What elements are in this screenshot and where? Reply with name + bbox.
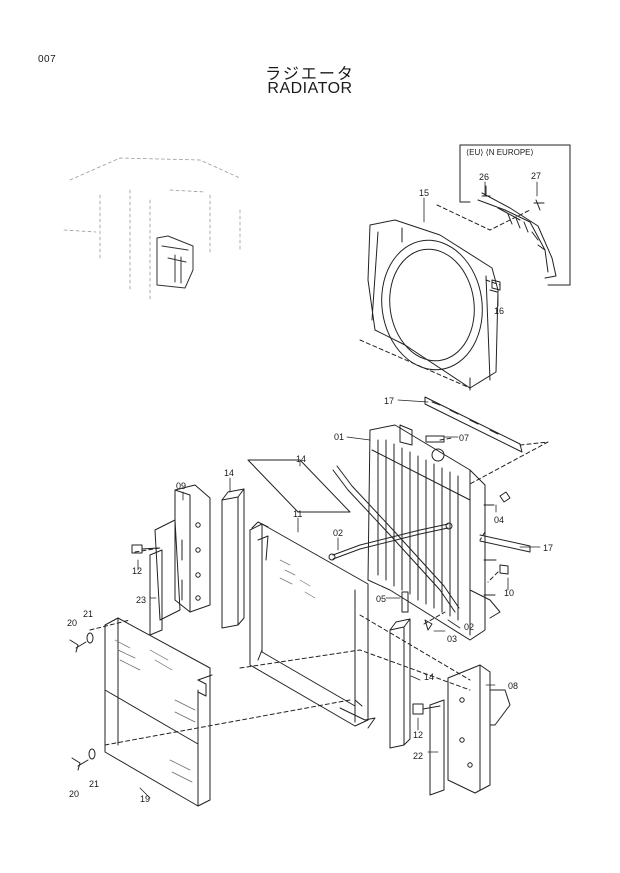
- callout-20-upper: 20: [67, 618, 78, 628]
- seal-14-left: [221, 488, 245, 629]
- callout-21-upper: 21: [83, 609, 94, 619]
- callout-26: 26: [479, 172, 490, 182]
- bracket-09: [154, 484, 211, 621]
- callout-20-lower: 20: [69, 789, 80, 799]
- callout-23: 23: [136, 595, 147, 605]
- callout-16: 16: [494, 306, 505, 316]
- callout-09: 09: [176, 481, 187, 491]
- callout-03: 03: [447, 634, 458, 644]
- bolt-12-right: [412, 703, 441, 715]
- callout-08: 08: [508, 681, 519, 691]
- callout-14-right: 14: [424, 672, 435, 682]
- seal-14-right: [389, 618, 411, 749]
- callout-14-top: 14: [296, 454, 307, 464]
- inset-box: [459, 144, 571, 286]
- inset-region-label: ⟨EU⟩ ⟨N EUROPE⟩: [466, 148, 534, 157]
- callout-21-lower: 21: [89, 779, 100, 789]
- callout-17-right: 17: [543, 543, 554, 553]
- callout-14-left: 14: [224, 468, 235, 478]
- bolt-washer-lower: [71, 748, 96, 771]
- callout-02-upper: 02: [333, 528, 344, 538]
- title-english: RADIATOR: [267, 80, 353, 97]
- callout-04: 04: [494, 515, 505, 525]
- bolt-washer-upper: [69, 632, 94, 653]
- gasket-strip-14-top: [247, 459, 351, 513]
- guard-panel: [104, 617, 213, 807]
- title-japanese: ラジエータ: [265, 64, 355, 83]
- engine-bracket-sketch: [156, 235, 194, 289]
- callout-11: 11: [293, 509, 303, 519]
- callout-15: 15: [419, 188, 430, 198]
- callout-07: 07: [459, 433, 470, 443]
- connecting-rods: [328, 465, 460, 613]
- engine-sketch: [63, 157, 241, 301]
- callout-22: 22: [413, 751, 424, 761]
- callout-19: 19: [140, 794, 151, 804]
- callout-17-top: 17: [384, 396, 395, 406]
- callout-27: 27: [531, 171, 542, 181]
- bracket-22: [429, 699, 445, 796]
- seal-strip-right: [479, 534, 531, 553]
- callout-12-left: 12: [132, 566, 143, 576]
- callout-01: 01: [334, 432, 345, 442]
- callout-02-lower: 02: [464, 622, 475, 632]
- seal-strip-top: [424, 396, 523, 453]
- callout-10: 10: [504, 588, 515, 598]
- radiator-frame: [249, 521, 376, 729]
- radiator-core: [367, 424, 501, 641]
- bracket-23: [149, 549, 163, 636]
- callout-leaders: [137, 181, 541, 799]
- callout-12-right: 12: [413, 730, 424, 740]
- callout-05: 05: [376, 594, 387, 604]
- page-code: 007: [38, 54, 57, 65]
- small-parts: [401, 279, 511, 631]
- fan-shroud: [367, 219, 499, 391]
- bracket-08: [447, 664, 511, 794]
- bolt-12-left: [131, 544, 159, 554]
